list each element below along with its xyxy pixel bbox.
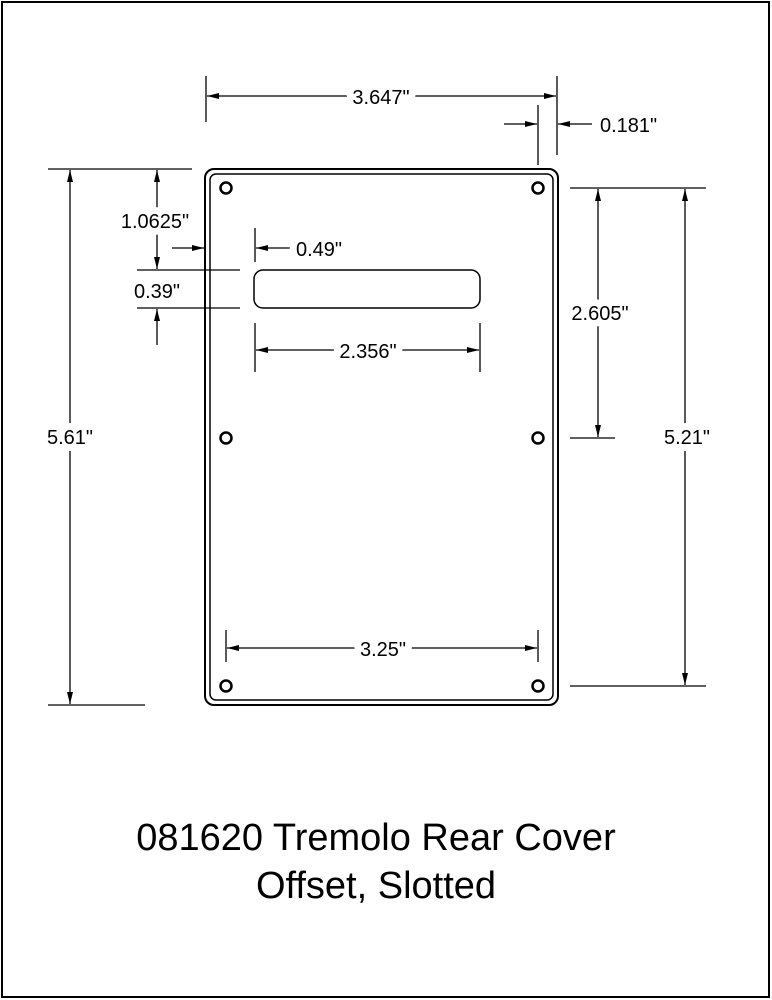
dim-slot-height: 0.39" [127,269,240,345]
svg-text:0.181": 0.181" [600,115,657,137]
dim-edge-to-hole: 0.181" [504,105,664,165]
svg-text:0.49": 0.49" [296,239,342,261]
dim-overall-width: 3.647" [205,76,558,122]
dim-hole-spacing: 5.21" [570,187,717,687]
dim-slot-top-offset: 1.0625" [114,170,196,269]
svg-text:3.647": 3.647" [352,87,409,109]
mounting-holes [219,181,545,693]
dim-slot-width: 2.356" [254,323,481,372]
svg-text:1.0625": 1.0625" [121,211,189,233]
dim-slot-left-offset: 0.49" [172,228,349,268]
dim-hole-spacing-half: 2.605" [564,187,652,439]
dim-hole-horizontal-spacing: 3.25" [225,630,539,668]
svg-text:5.61": 5.61" [47,427,93,449]
svg-text:2.356": 2.356" [339,341,396,363]
svg-text:2.605": 2.605" [571,303,628,325]
title-line-2: Offset, Slotted [256,865,496,907]
svg-text:3.25": 3.25" [360,639,406,661]
dim-overall-height: 5.61" [40,168,192,706]
cover-plate [204,168,559,706]
slot [253,269,481,309]
title-line-1: 081620 Tremolo Rear Cover [136,817,616,859]
svg-text:5.21": 5.21" [664,427,710,449]
svg-text:0.39": 0.39" [134,281,180,303]
